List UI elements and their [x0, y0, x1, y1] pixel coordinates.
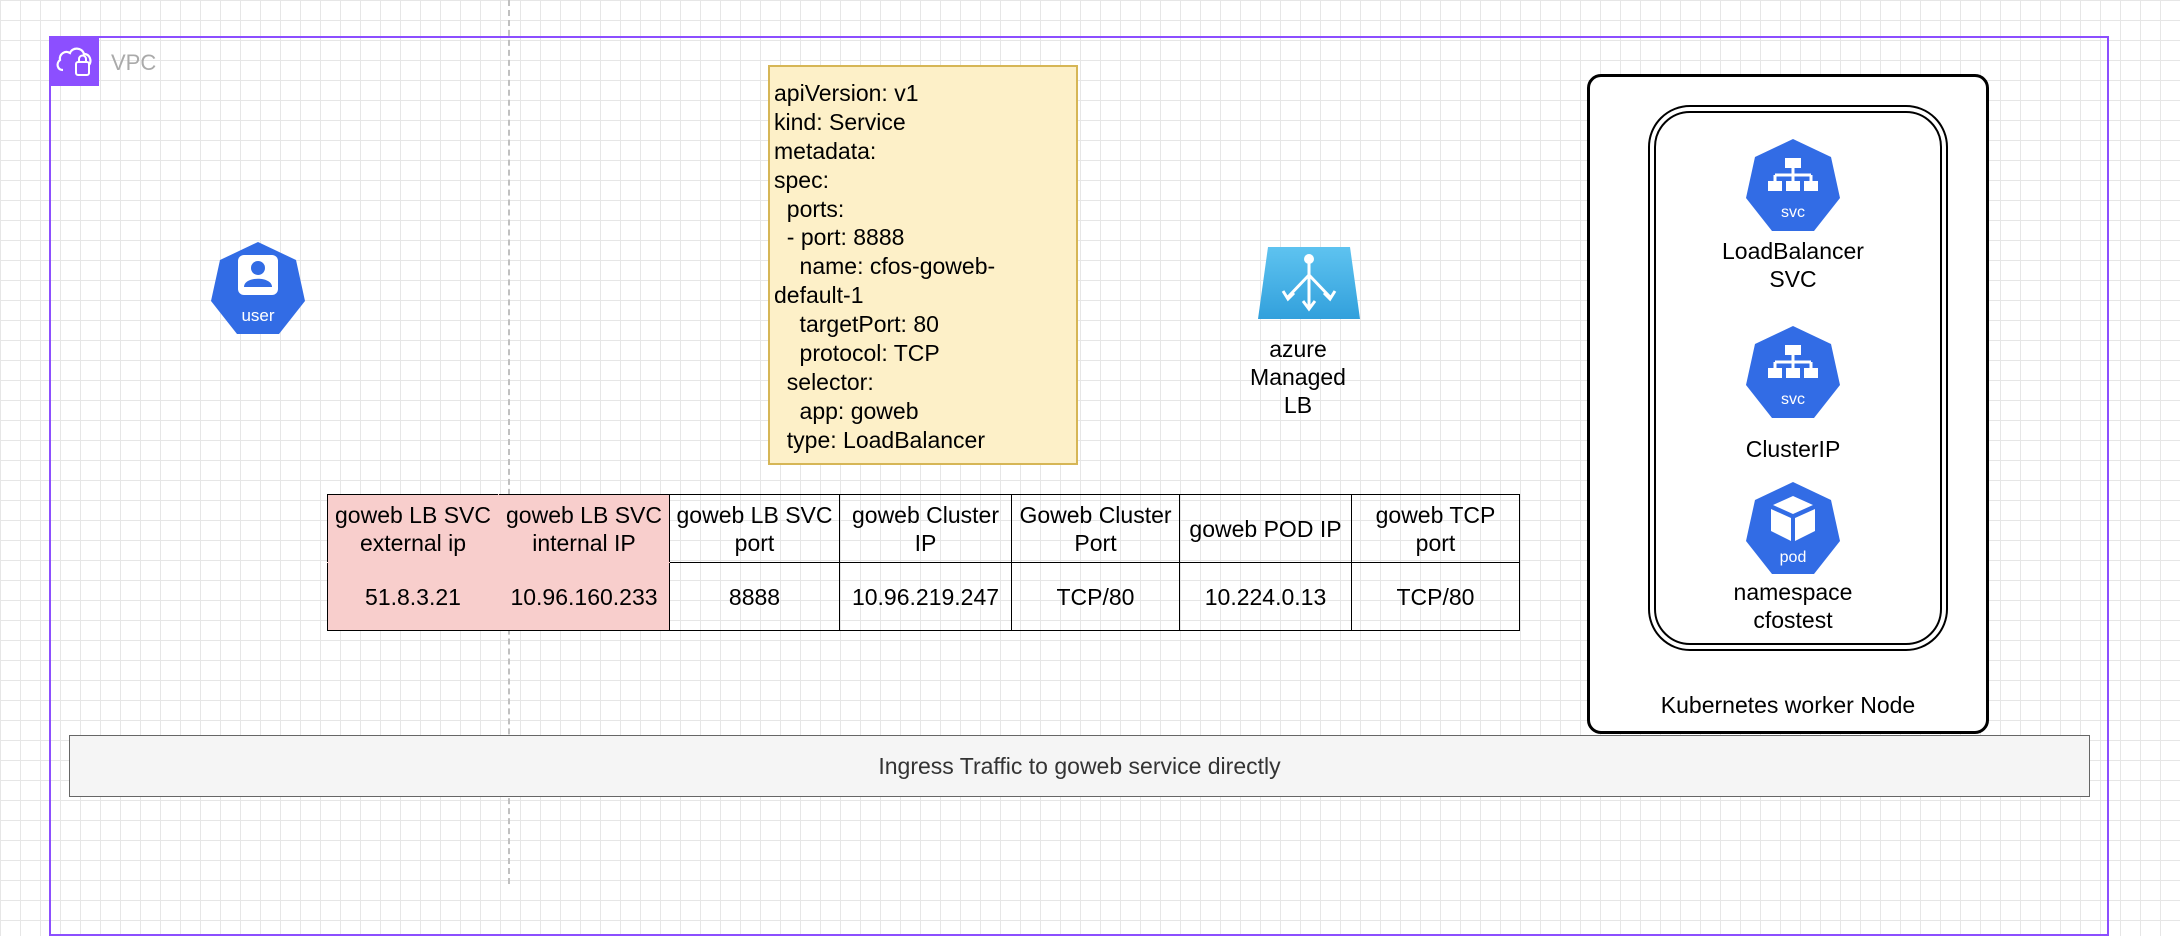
table-header-cell: goweb POD IP	[1179, 494, 1352, 563]
azure-load-balancer-icon	[1258, 247, 1360, 326]
svc-badge: svc	[1781, 391, 1805, 408]
yaml-line: kind: Service	[774, 108, 906, 135]
k8s-svc-icon: svc	[1745, 137, 1841, 238]
table-cell: TCP/80	[1011, 562, 1180, 631]
dashed-guide-line	[508, 0, 510, 884]
user-badge: user	[241, 306, 274, 325]
yaml-line: type: LoadBalancer	[774, 426, 985, 453]
table-cell: 10.96.160.233	[498, 562, 670, 631]
table-cell: 10.224.0.13	[1179, 562, 1352, 631]
ingress-traffic-label: Ingress Traffic to goweb service directl…	[878, 752, 1281, 779]
clusterip-label: ClusterIP	[1745, 436, 1841, 462]
yaml-line: ports:	[774, 195, 845, 222]
yaml-line: selector:	[774, 368, 874, 395]
yaml-line: default-1	[774, 282, 864, 309]
table-cell: 10.96.219.247	[839, 562, 1012, 631]
worker-node-label: Kubernetes worker Node	[1660, 692, 1916, 718]
vpc-label: VPC	[111, 50, 157, 75]
yaml-line: metadata:	[774, 137, 877, 164]
yaml-line: name: cfos-goweb-	[774, 253, 996, 280]
k8s-svc-icon: svc	[1745, 324, 1841, 425]
pod-badge: pod	[1780, 549, 1807, 566]
yaml-line: apiVersion: v1	[774, 80, 919, 106]
k8s-pod-icon: pod	[1745, 480, 1841, 581]
table-cell: 51.8.3.21	[327, 562, 499, 631]
yaml-line: app: goweb	[774, 397, 919, 424]
yaml-line: protocol: TCP	[774, 340, 940, 367]
namespace-boundary	[1648, 105, 1948, 651]
yaml-line: spec:	[774, 166, 829, 193]
svc-badge: svc	[1781, 204, 1805, 221]
azure-lb-label: azure Managed LB	[1250, 336, 1346, 418]
table-cell: TCP/80	[1351, 562, 1520, 631]
vpc-cloud-lock-icon	[49, 36, 99, 86]
yaml-line: targetPort: 80	[774, 311, 939, 338]
table-cell: 8888	[669, 562, 840, 631]
user-hexagon-icon: user	[210, 240, 306, 341]
namespace-label: namespace cfostest	[1733, 579, 1853, 633]
loadbalancer-svc-label: LoadBalancer SVC	[1722, 238, 1864, 292]
namespace-boundary-inner	[1654, 111, 1942, 645]
table-row: 51.8.3.21 10.96.160.233 8888 10.96.219.2…	[327, 562, 1520, 631]
yaml-line: - port: 8888	[774, 224, 905, 251]
ingress-traffic-bar: Ingress Traffic to goweb service directl…	[69, 735, 2090, 797]
